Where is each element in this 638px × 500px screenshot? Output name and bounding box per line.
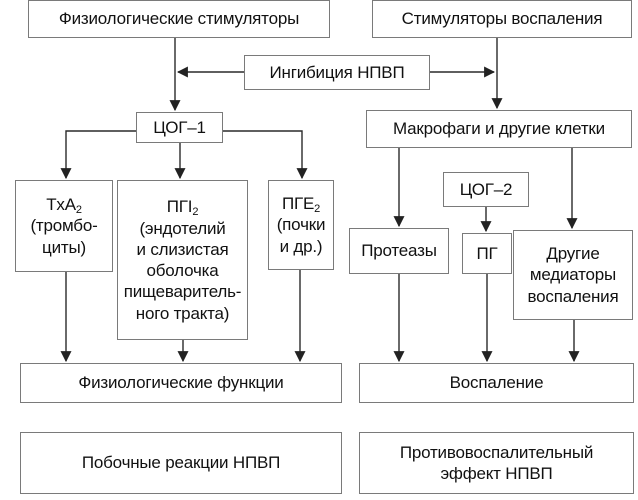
pgi2-subscript: 2 bbox=[192, 206, 199, 219]
node-phys-functions: Физиологические функции bbox=[20, 363, 342, 403]
node-cox1: ЦОГ–1 bbox=[136, 112, 223, 143]
txa2-label: TxA bbox=[46, 195, 76, 215]
node-pge2: ПГЕ2 (почки и др.) bbox=[268, 180, 334, 270]
node-anti-inflammatory: Противовоспалительный эффект НПВП bbox=[359, 432, 634, 494]
node-macrophages: Макрофаги и другие клетки bbox=[366, 110, 632, 148]
node-infl-stimulators: Стимуляторы воспаления bbox=[372, 0, 632, 38]
node-inflammation: Воспаление bbox=[359, 363, 634, 403]
txa2-description: (тромбо- циты) bbox=[30, 216, 98, 257]
node-cox2: ЦОГ–2 bbox=[443, 172, 529, 207]
pgi2-description: (эндотелий и слизистая оболочка пищевари… bbox=[123, 218, 242, 323]
edge-cox1-to-pge2 bbox=[223, 130, 308, 180]
pgi2-label: ПГI bbox=[166, 197, 193, 217]
pge2-subscript: 2 bbox=[314, 203, 321, 216]
node-phys-stimulators: Физиологические стимуляторы bbox=[28, 0, 330, 38]
node-other-mediators: Другие медиаторы воспаления bbox=[513, 230, 633, 320]
node-txa2: TxA2 (тромбо- циты) bbox=[15, 180, 113, 272]
txa2-subscript: 2 bbox=[75, 204, 82, 217]
node-pg: ПГ bbox=[462, 233, 512, 274]
edge-cox1-to-txa2 bbox=[60, 130, 136, 180]
node-proteases: Протеазы bbox=[349, 228, 449, 274]
pge2-description: (почки и др.) bbox=[276, 215, 326, 256]
node-side-effects: Побочные реакции НПВП bbox=[20, 432, 342, 494]
pge2-label: ПГЕ bbox=[281, 194, 315, 214]
node-nsaid-inhibition: Ингибиция НПВП bbox=[244, 55, 430, 90]
node-pgi2: ПГI2 (эндотелий и слизистая оболочка пищ… bbox=[117, 180, 248, 340]
